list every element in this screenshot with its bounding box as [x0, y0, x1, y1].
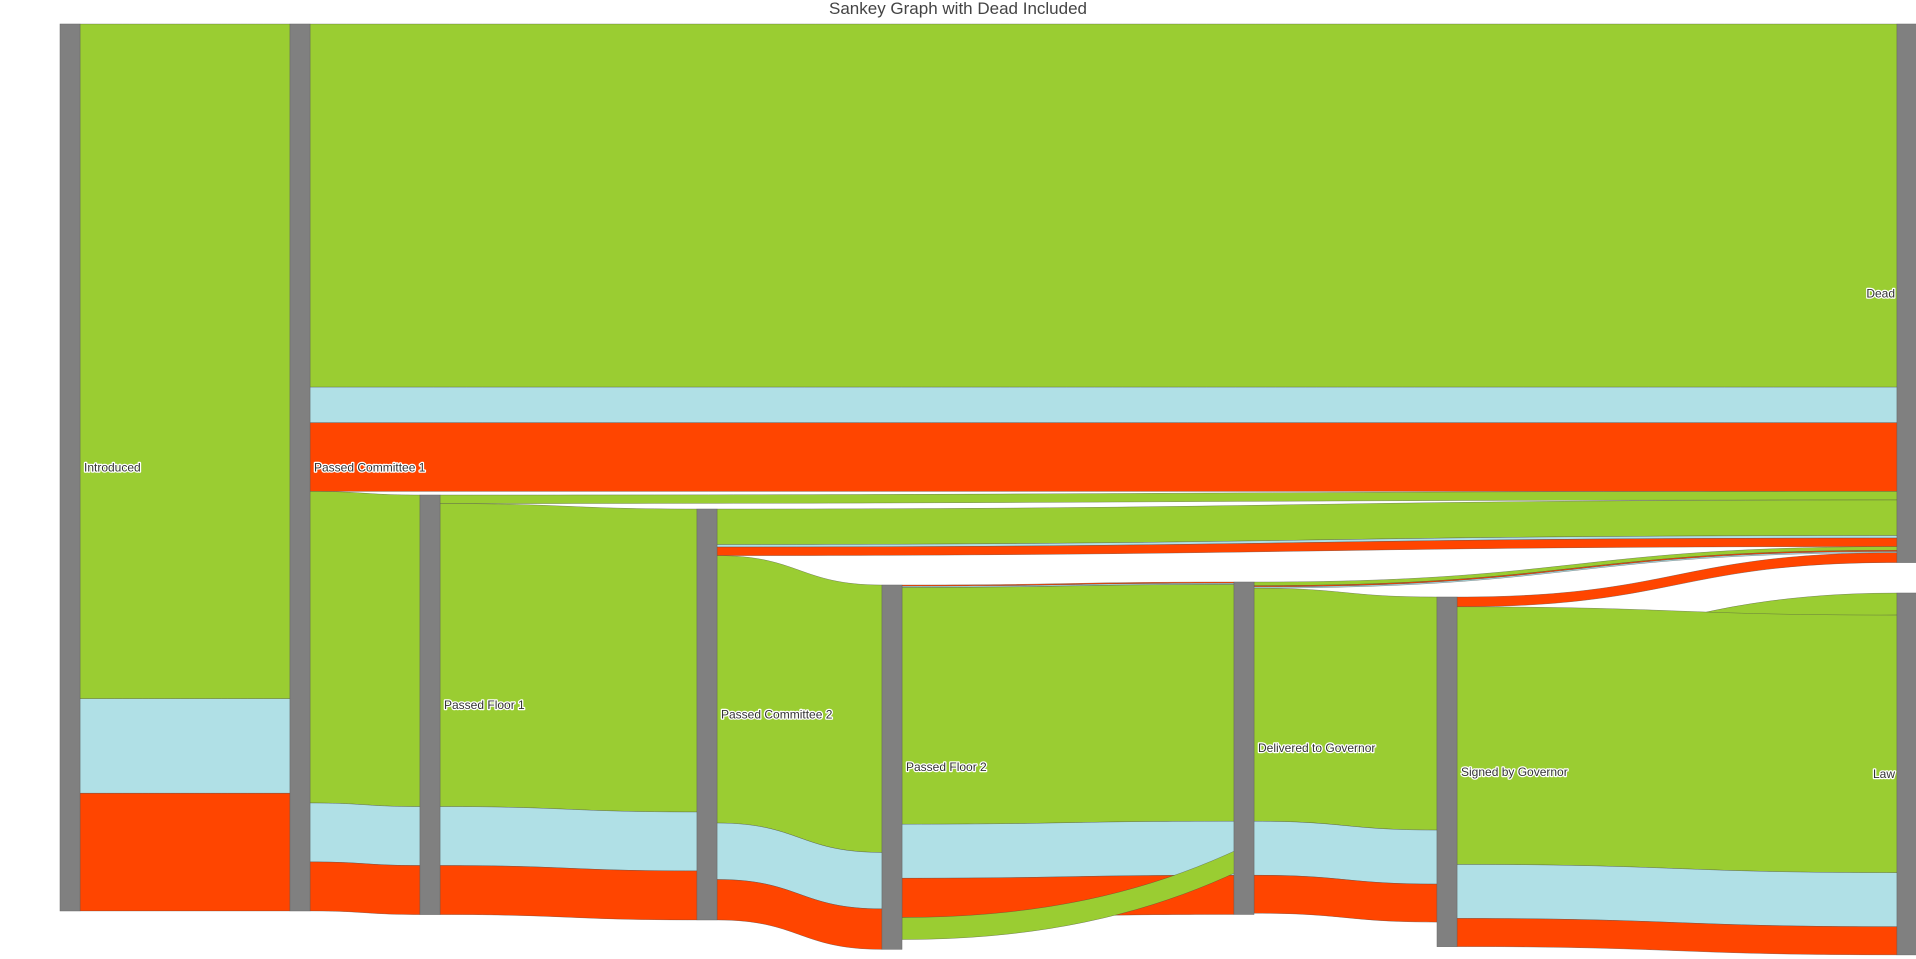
- sankey-node-label-introduced: Introduced: [84, 460, 141, 474]
- sankey-link-introduced-to-passed_committee_1-blue[interactable]: [79, 698, 291, 794]
- sankey-node-label-passed_committee_1: Passed Committee 1: [314, 460, 426, 474]
- sankey-node-passed_floor_1[interactable]: [419, 494, 441, 915]
- sankey-nodes: [59, 23, 1916, 956]
- sankey-link-introduced-to-passed_committee_1-red[interactable]: [79, 792, 291, 912]
- sankey-node-passed_floor_2[interactable]: [881, 584, 903, 950]
- sankey-node-label-signed_by_governor: Signed by Governor: [1461, 765, 1568, 779]
- sankey-link-passed_committee_1-to-dead-green[interactable]: [309, 23, 1898, 388]
- sankey-link-passed_committee_1-to-passed_floor_1-green[interactable]: [309, 491, 421, 807]
- sankey-link-passed_floor_2-to-delivered_to_governor-green[interactable]: [901, 584, 1235, 825]
- sankey-link-passed_committee_2-to-passed_floor_2-green[interactable]: [716, 555, 883, 853]
- sankey-node-introduced[interactable]: [59, 23, 81, 912]
- sankey-node-label-dead: Dead: [1866, 286, 1895, 300]
- sankey-node-delivered_to_governor[interactable]: [1233, 581, 1255, 915]
- sankey-link-passed_floor_2-to-delivered_to_governor-blue[interactable]: [901, 820, 1235, 879]
- sankey-labels: Introduced Passed Committee 1 Passed Floor…: [83, 285, 1897, 782]
- sankey-link-passed_committee_1-to-passed_floor_1-red[interactable]: [309, 861, 421, 915]
- sankey-node-label-passed_floor_1: Passed Floor 1: [444, 698, 525, 712]
- sankey-node-signed_by_governor[interactable]: [1436, 596, 1458, 947]
- sankey-link-introduced-to-passed_committee_1-green[interactable]: [79, 23, 291, 699]
- sankey-node-dead[interactable]: [1896, 23, 1916, 563]
- sankey-node-passed_committee_2[interactable]: [696, 508, 718, 921]
- sankey-node-label-passed_floor_2: Passed Floor 2: [906, 760, 987, 774]
- sankey-link-passed_floor_1-to-passed_committee_2-green[interactable]: [439, 503, 698, 813]
- sankey-link-passed_floor_1-to-passed_committee_2-red[interactable]: [439, 865, 698, 921]
- sankey-node-label-law: Law: [1873, 767, 1895, 781]
- sankey-node-label-delivered_to_governor: Delivered to Governor: [1258, 741, 1375, 755]
- sankey-node-law[interactable]: [1896, 592, 1916, 956]
- sankey-links: [79, 23, 1898, 956]
- sankey-link-passed_floor_1-to-passed_committee_2-blue[interactable]: [439, 806, 698, 872]
- sankey-link-delivered_to_governor-to-signed_by_governor-green[interactable]: [1253, 587, 1438, 831]
- sankey-node-label-passed_committee_2: Passed Committee 2: [721, 707, 833, 721]
- sankey-link-signed_by_governor-to-law-blue[interactable]: [1456, 864, 1898, 927]
- sankey-node-passed_committee_1[interactable]: [289, 23, 311, 912]
- chart-title: Sankey Graph with Dead Included: [829, 0, 1087, 18]
- sankey-link-passed_committee_1-to-passed_floor_1-blue[interactable]: [309, 802, 421, 866]
- sankey-link-passed_committee_1-to-dead-red[interactable]: [309, 422, 1898, 492]
- sankey-link-passed_committee_1-to-dead-blue[interactable]: [309, 386, 1898, 423]
- sankey-link-delivered_to_governor-to-signed_by_governor-blue[interactable]: [1253, 820, 1438, 885]
- sankey-link-signed_by_governor-to-law-green[interactable]: [1456, 606, 1898, 873]
